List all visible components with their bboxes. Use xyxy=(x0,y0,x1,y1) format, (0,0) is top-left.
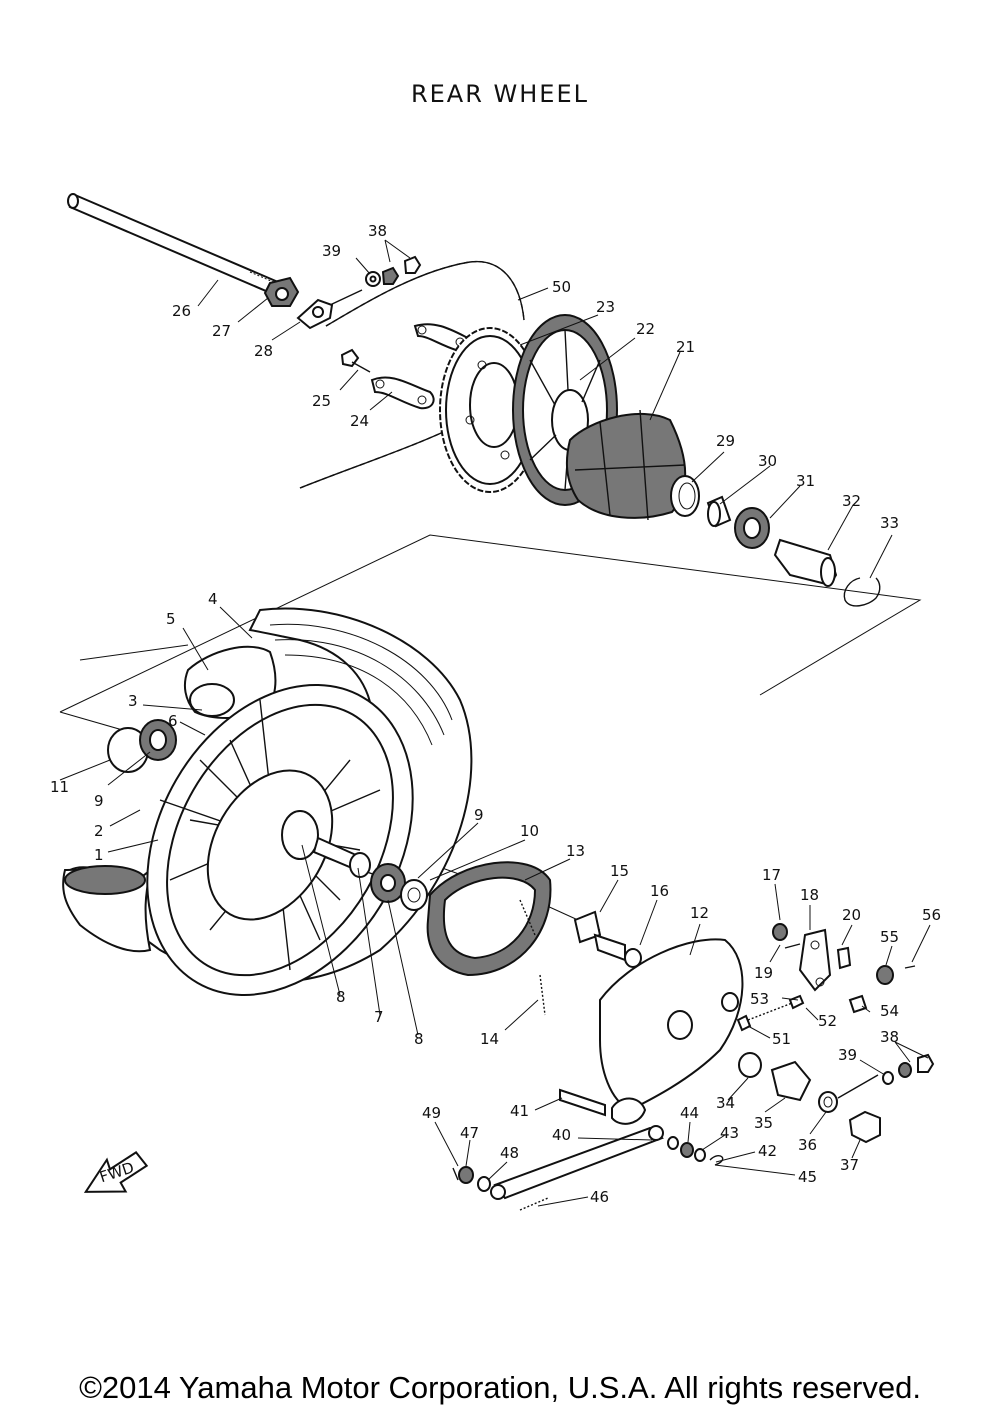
callout-37: 37 xyxy=(840,1156,859,1174)
callout-6: 6 xyxy=(168,712,178,730)
callout-17: 17 xyxy=(762,866,781,884)
rear-sprocket xyxy=(439,327,541,493)
callout-47: 47 xyxy=(460,1124,479,1142)
callout-33: 33 xyxy=(880,514,899,532)
callout-11: 11 xyxy=(50,778,69,796)
callout-8-b: 8 xyxy=(414,1030,424,1048)
callout-35: 35 xyxy=(754,1114,773,1132)
callout-21: 21 xyxy=(676,338,695,356)
brake-linkage-parts xyxy=(736,923,916,1032)
callout-10: 10 xyxy=(520,822,539,840)
callout-36: 36 xyxy=(798,1136,817,1154)
callout-45: 45 xyxy=(798,1168,817,1186)
copyright-notice: ©2014 Yamaha Motor Corporation, U.S.A. A… xyxy=(79,1370,921,1405)
callout-42: 42 xyxy=(758,1142,777,1160)
callout-38-top: 38 xyxy=(368,222,387,240)
callout-39-bottom: 39 xyxy=(838,1046,857,1064)
callout-29: 29 xyxy=(716,432,735,450)
callout-53: 53 xyxy=(750,990,769,1008)
axle-nut xyxy=(263,276,300,307)
diagram-title: REAR WHEEL xyxy=(410,80,590,108)
callout-7: 7 xyxy=(374,1008,384,1026)
chain-puller xyxy=(296,289,363,330)
callout-22: 22 xyxy=(636,320,655,338)
callout-48: 48 xyxy=(500,1144,519,1162)
callout-14: 14 xyxy=(480,1030,499,1048)
callout-41: 41 xyxy=(510,1102,529,1120)
drive-chain xyxy=(299,260,525,489)
callout-19: 19 xyxy=(754,964,773,982)
left-hub-bearing xyxy=(107,719,177,773)
anchor-parts xyxy=(738,1052,935,1144)
brake-rod-assembly xyxy=(452,1088,724,1211)
callout-31: 31 xyxy=(796,472,815,490)
callout-18: 18 xyxy=(800,886,819,904)
callout-44: 44 xyxy=(680,1104,699,1122)
callout-43: 43 xyxy=(720,1124,739,1142)
lock-washer-plates xyxy=(370,323,472,410)
callout-9-left: 9 xyxy=(94,792,104,810)
forward-direction-arrow: FWD xyxy=(83,1151,149,1193)
callout-46: 46 xyxy=(590,1188,609,1206)
hub-bearings xyxy=(670,475,881,607)
callout-3: 3 xyxy=(128,692,138,710)
callout-56: 56 xyxy=(922,906,941,924)
callout-24: 24 xyxy=(350,412,369,430)
callout-52: 52 xyxy=(818,1012,837,1030)
hub-damper xyxy=(565,409,687,521)
callout-25: 25 xyxy=(312,392,331,410)
right-hub-bearing xyxy=(312,836,428,911)
callout-4: 4 xyxy=(208,590,218,608)
callout-49: 49 xyxy=(422,1104,441,1122)
callout-27: 27 xyxy=(212,322,231,340)
brake-cam xyxy=(573,910,642,968)
callout-55: 55 xyxy=(880,928,899,946)
callout-28: 28 xyxy=(254,342,273,360)
callout-2: 2 xyxy=(94,822,104,840)
callout-1: 1 xyxy=(94,846,104,864)
callout-51: 51 xyxy=(772,1030,791,1048)
callout-26: 26 xyxy=(172,302,191,320)
callout-40: 40 xyxy=(552,1126,571,1144)
brake-shoes xyxy=(426,861,552,1016)
callout-20: 20 xyxy=(842,906,861,924)
callout-9-right: 9 xyxy=(474,806,484,824)
adjuster-nut-top xyxy=(365,255,422,287)
brake-plate xyxy=(599,938,744,1125)
callout-38-bottom: 38 xyxy=(880,1028,899,1046)
callout-23: 23 xyxy=(596,298,615,316)
callout-8-a: 8 xyxy=(336,988,346,1006)
callout-34: 34 xyxy=(716,1094,735,1112)
leader-lines xyxy=(59,239,931,1207)
rear-axle xyxy=(67,193,287,299)
callout-16: 16 xyxy=(650,882,669,900)
callout-12: 12 xyxy=(690,904,709,922)
callout-5: 5 xyxy=(166,610,176,628)
callout-15: 15 xyxy=(610,862,629,880)
callout-32: 32 xyxy=(842,492,861,510)
callout-30: 30 xyxy=(758,452,777,470)
callout-39-top: 39 xyxy=(322,242,341,260)
callout-54: 54 xyxy=(880,1002,899,1020)
inner-tube xyxy=(183,645,277,719)
wheel-rim xyxy=(146,684,414,996)
callout-13: 13 xyxy=(566,842,585,860)
sprocket-bolt xyxy=(340,348,371,373)
callout-50: 50 xyxy=(552,278,571,296)
